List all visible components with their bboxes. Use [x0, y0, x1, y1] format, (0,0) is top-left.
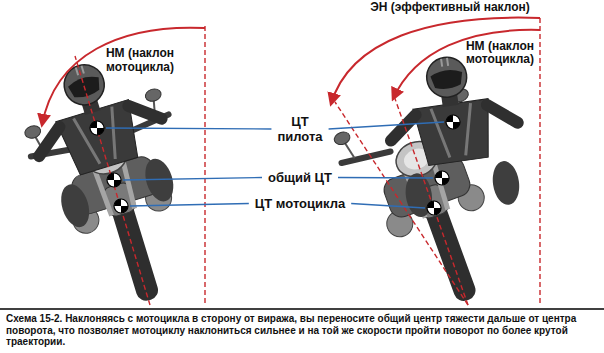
- label: ЭН (эффективный наклон): [330, 0, 570, 14]
- vertical-line: [539, 18, 540, 305]
- leader-line: [338, 177, 433, 179]
- label-text: ЦТ пилота: [277, 114, 322, 144]
- lean-arc: [42, 28, 205, 125]
- cg-total: [107, 173, 121, 187]
- lean-arc: [393, 30, 540, 99]
- leader-line: [130, 204, 249, 207]
- caption: Схема 15-2. Наклоняясь с мотоцикла в сто…: [6, 313, 598, 348]
- leader-line: [106, 128, 271, 129]
- label-text: ЭН (эффективный наклон): [370, 0, 530, 14]
- label-text: ЦТ мотоцикла: [255, 196, 345, 211]
- leader-line: [329, 122, 444, 129]
- caption-rule: [0, 308, 604, 310]
- cg-rider: [446, 115, 460, 129]
- label: общий ЦТ: [235, 170, 365, 185]
- label: НМ (наклон мотоцикла): [94, 46, 186, 74]
- cg-rider: [90, 121, 104, 135]
- label: ЦТ мотоцикла: [225, 196, 375, 211]
- leader-line: [123, 178, 262, 181]
- cg-bike: [427, 201, 441, 215]
- rider-right: [381, 48, 529, 219]
- leader-line: [351, 204, 425, 209]
- label: НМ (наклон мотоцикла): [454, 40, 546, 66]
- label: ЦТ пилота: [268, 114, 332, 144]
- effective-lean-line: [335, 102, 468, 305]
- label-text: НМ (наклон мотоцикла): [466, 39, 534, 66]
- label-text: НМ (наклон мотоцикла): [106, 46, 174, 74]
- lean-line: [75, 56, 150, 305]
- cg-total: [435, 171, 449, 185]
- label-text: общий ЦТ: [268, 170, 332, 185]
- effective-lean-arc: [331, 18, 540, 104]
- cg-bike: [114, 199, 128, 213]
- vertical-line: [204, 26, 205, 305]
